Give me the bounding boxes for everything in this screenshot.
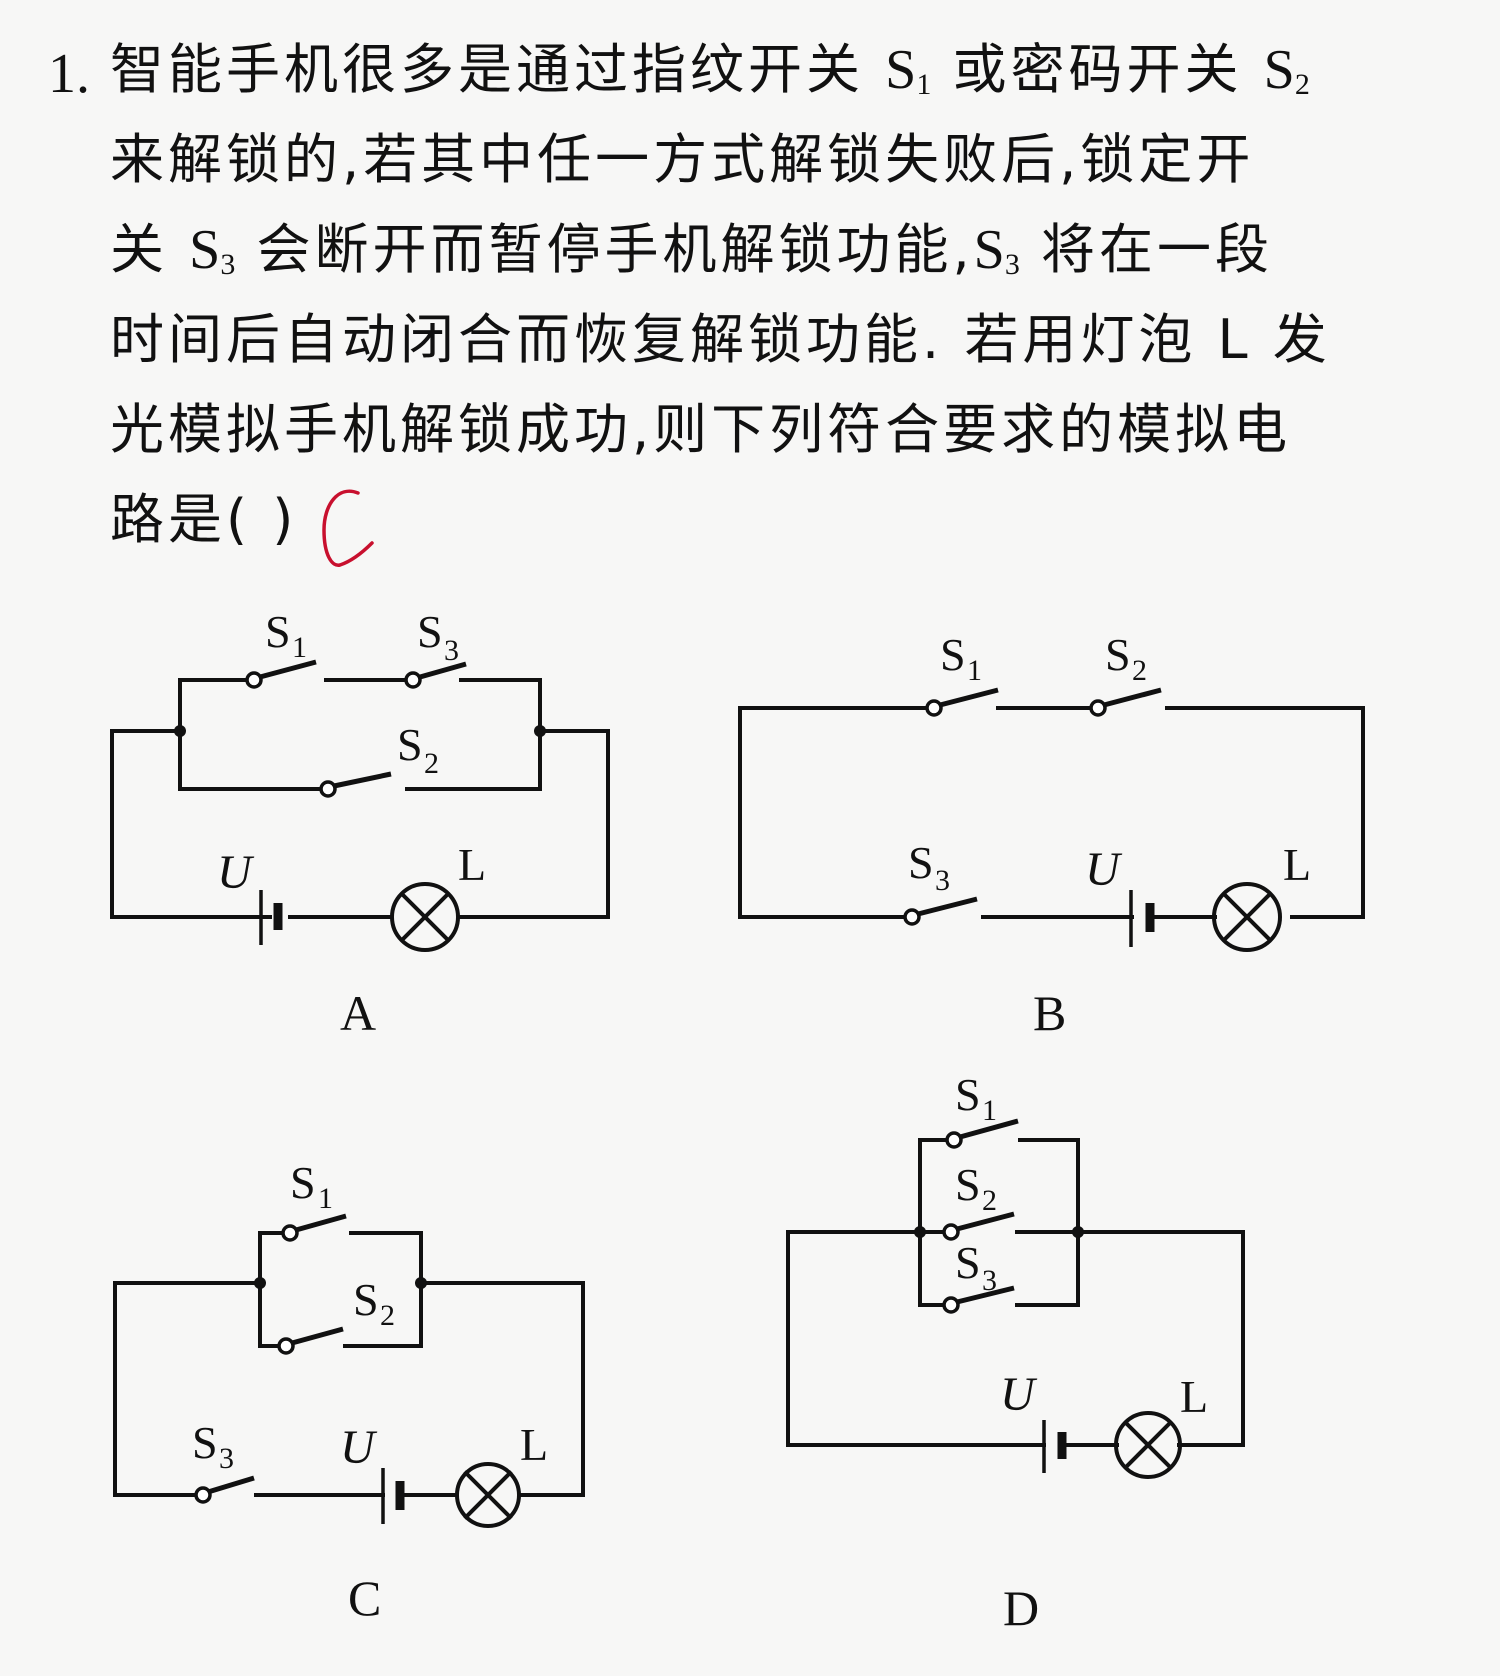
question-line-6: 路是( ) [110,488,298,551]
svg-text:S: S [940,629,966,680]
svg-text:1: 1 [292,631,307,664]
svg-text:L: L [458,839,486,890]
symbol-s1: S1 [885,39,932,101]
question-line-1: 智能手机很多是通过指纹开关 S1 或密码开关 S2 [110,38,1310,102]
svg-text:S: S [290,1157,316,1208]
switch-s3-pivot [404,671,422,689]
svg-text:3: 3 [444,634,459,667]
svg-text:2: 2 [1132,654,1147,687]
svg-text:1: 1 [967,654,982,687]
svg-text:U: U [1000,1368,1038,1421]
svg-text:S: S [908,837,934,888]
question-line-5: 光模拟手机解锁成功,则下列符合要求的模拟电 [110,398,1292,461]
lamp-icon [390,882,460,952]
svg-text:S: S [955,1237,981,1288]
question-line-4: 时间后自动闭合而恢复解锁功能. 若用灯泡 L 发 [110,308,1331,371]
switch-s2-pivot [319,780,337,798]
switch-s1-pivot [245,671,263,689]
svg-text:U: U [217,846,255,899]
svg-text:U: U [340,1421,378,1474]
handwritten-answer-c [322,489,374,567]
svg-text:S: S [192,1417,218,1468]
option-label-c: C [348,1570,381,1626]
symbol-s3: S3 [189,219,236,281]
svg-text:S: S [417,606,443,657]
option-label-a: A [340,985,376,1041]
svg-text:1: 1 [982,1094,997,1127]
svg-text:1: 1 [318,1182,333,1215]
svg-text:S: S [353,1274,379,1325]
question-number: 1. [48,43,90,105]
svg-text:U: U [1085,843,1123,896]
svg-text:S: S [955,1159,981,1210]
svg-text:2: 2 [424,747,439,780]
symbol-s2: S2 [1263,39,1310,101]
svg-text:L: L [1283,839,1311,890]
svg-text:3: 3 [935,864,950,897]
option-label-d: D [1003,1580,1039,1636]
svg-text:2: 2 [982,1184,997,1217]
svg-text:S: S [1105,629,1131,680]
svg-text:2: 2 [380,1299,395,1332]
question-line-2: 来解锁的,若其中任一方式解锁失败后,锁定开 [110,128,1255,191]
svg-text:L: L [1180,1371,1208,1422]
svg-text:S: S [397,719,423,770]
svg-text:L: L [520,1419,548,1470]
option-label-b: B [1033,985,1066,1041]
svg-text:S: S [955,1069,981,1120]
svg-text:3: 3 [219,1442,234,1475]
svg-text:S: S [265,606,291,657]
svg-text:3: 3 [982,1264,997,1297]
question-line-3: 关 S3 会断开而暂停手机解锁功能,S3 将在一段 [110,218,1273,282]
symbol-s3: S3 [973,219,1020,281]
